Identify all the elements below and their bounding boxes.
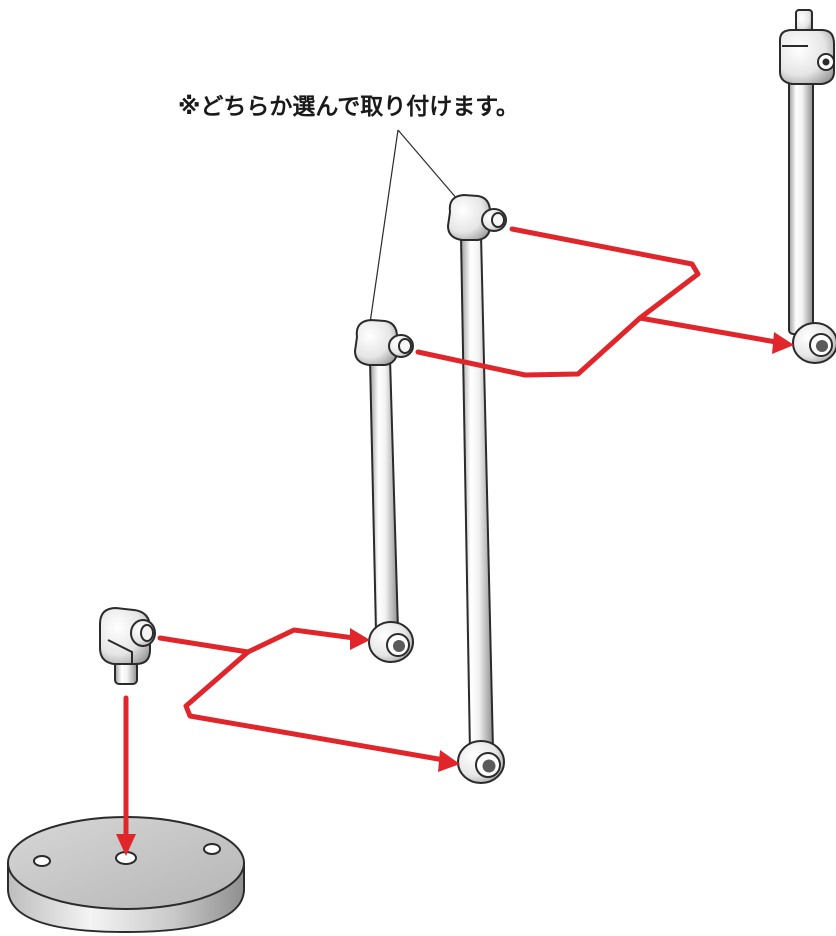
arrowhead-base bbox=[116, 834, 136, 856]
long-arm bbox=[446, 193, 507, 784]
arrow-long-arm-to-top-arm bbox=[509, 226, 779, 345]
base-stand bbox=[7, 816, 245, 934]
short-arm bbox=[353, 318, 414, 663]
assembly-arrows bbox=[123, 226, 779, 843]
arrowhead-short-arm bbox=[350, 628, 370, 650]
top-arm bbox=[779, 9, 836, 364]
arrow-heads bbox=[116, 332, 794, 856]
connector-joint bbox=[99, 606, 156, 685]
arrow-short-arm-to-top-arm bbox=[415, 315, 643, 378]
arrow-connector-to-short-arm bbox=[157, 627, 357, 655]
caption-label: ※どちらか選んで取り付けます。 bbox=[178, 94, 519, 120]
arrowhead-long-arm bbox=[438, 750, 460, 772]
arrowhead-top-arm bbox=[772, 332, 794, 354]
arrow-connector-to-long-arm bbox=[183, 649, 447, 763]
caption-leader-lines bbox=[368, 129, 465, 331]
